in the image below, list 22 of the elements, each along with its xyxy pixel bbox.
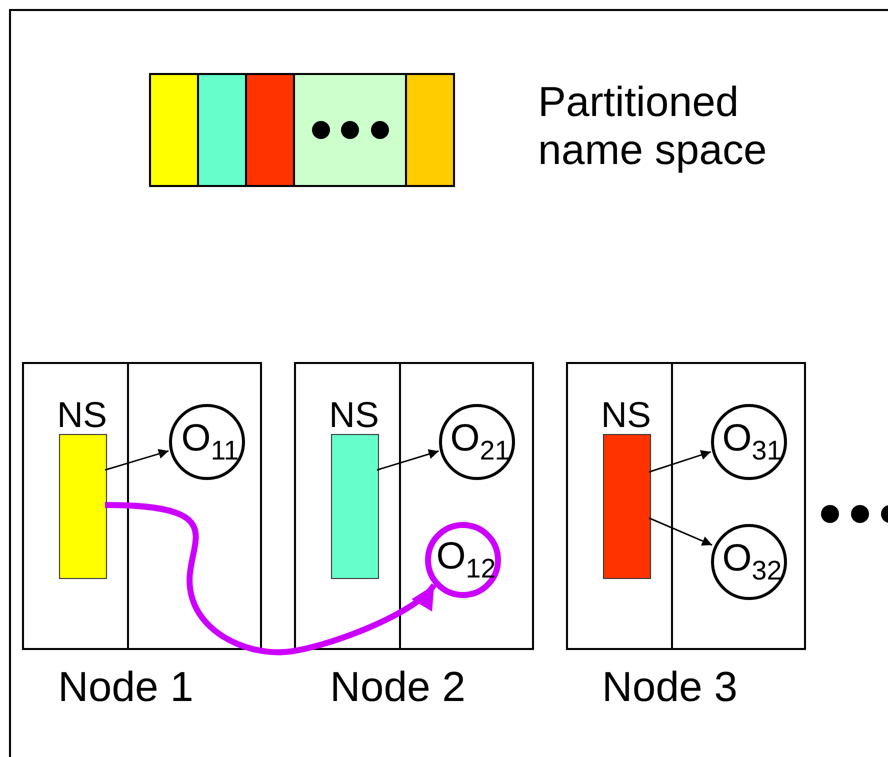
object-label: O$_{21}$ [449,419,511,465]
object-label: O$_{31}$ [721,419,783,465]
object-circle [169,404,245,480]
arrow [104,449,169,471]
caption-text: Partitioned name space [538,78,768,174]
ns-label: NS [601,397,652,433]
object-label: O$_{12}$ [435,537,497,583]
object-label: O$_{11}$ [180,419,240,465]
node-label: Node 2 [330,666,466,708]
object-circle [711,404,787,480]
ns-label: NS [57,397,108,433]
object-circle [439,404,515,480]
object-label: O$_{32}$ [721,539,783,585]
arrow [376,449,439,471]
object-circle [711,524,787,600]
node-label: Node 1 [58,666,194,708]
arrow [104,502,436,656]
object-circle [425,522,501,598]
arrow [648,450,712,473]
ns-label: NS [329,397,380,433]
node-label: Node 3 [602,666,738,708]
arrow [648,517,712,546]
